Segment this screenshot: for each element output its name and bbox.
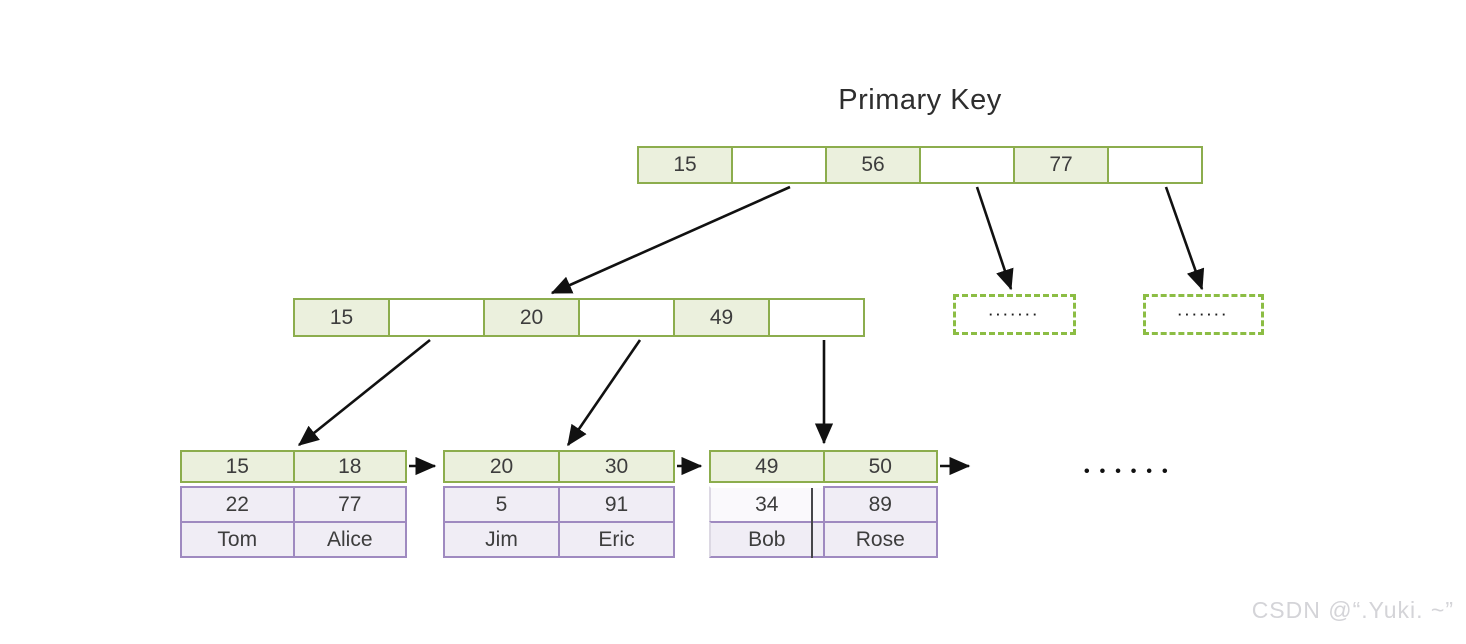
leaf-key-row: 49 50	[709, 450, 938, 483]
root-node: 15 56 77	[637, 146, 1203, 184]
leaf-record-rows: 5 91 Jim Eric	[443, 486, 675, 558]
dashed-node-2: ·······	[1143, 294, 1264, 335]
leaf-key-row: 20 30	[443, 450, 675, 483]
leaf-value-cell: Jim	[443, 521, 560, 558]
leaf-record-row: Tom Alice	[180, 521, 407, 558]
internal-node: 15 20 49	[293, 298, 865, 337]
leaf-value-cell: 5	[443, 486, 560, 523]
leaf-key-cell: 30	[558, 452, 673, 481]
root-key-cell: 15	[639, 148, 731, 182]
leaf-value-cell: Rose	[822, 521, 938, 558]
arrow-root-to-internal	[550, 185, 791, 295]
leaf-key-cell: 50	[822, 452, 937, 481]
dashed-node-dots: ·······	[988, 307, 1041, 322]
leaf-value-cell: 91	[558, 486, 675, 523]
internal-pointer-cell	[768, 300, 863, 335]
leaf-value-cell: Eric	[558, 521, 675, 558]
leaf-value-cell: 22	[180, 486, 295, 523]
leaf-value-cell: 77	[292, 486, 407, 523]
more-leaves-ellipsis: ••••••	[1084, 463, 1178, 480]
dashed-node-1: ·······	[953, 294, 1076, 335]
arrow-root-to-dashed-1	[975, 186, 1014, 291]
internal-key-cell: 20	[483, 300, 578, 335]
leaf-table-2: 20 30 5 91 Jim Eric	[443, 450, 675, 558]
root-pointer-cell	[731, 148, 825, 182]
leaf-key-cell: 18	[292, 452, 406, 481]
internal-key-cell: 15	[295, 300, 388, 335]
internal-key-cell: 49	[673, 300, 768, 335]
leaf-table-3: 49 50 34 89 Bob Rose	[709, 450, 938, 558]
leaf-key-row: 15 18	[180, 450, 407, 483]
root-pointer-cell	[919, 148, 1013, 182]
arrow-root-to-dashed-2	[1164, 186, 1205, 291]
csdn-watermark: CSDN @“.Yuki. ~”	[1251, 597, 1454, 623]
leaf-value-cell: 89	[822, 486, 938, 523]
root-key-cell: 77	[1013, 148, 1107, 182]
leaf-record-rows: 34 89 Bob Rose	[709, 486, 938, 558]
leaf-record-row: 34 89	[709, 486, 938, 523]
leaf-record-row: 5 91	[443, 486, 675, 523]
edit-artifact-line	[811, 488, 813, 558]
internal-pointer-cell	[578, 300, 673, 335]
arrow-internal-to-leaf-2	[566, 339, 642, 447]
leaf-value-cell: Tom	[180, 521, 295, 558]
dashed-node-dots: ·······	[1177, 307, 1230, 322]
leaf-key-cell: 20	[489, 454, 514, 478]
leaf-record-rows: 22 77 Tom Alice	[180, 486, 407, 558]
leaf-key-cell: 15	[225, 454, 249, 478]
leaf-record-row: Jim Eric	[443, 521, 675, 558]
leaf-record-row: Bob Rose	[709, 521, 938, 558]
leaf-value-cell: Bob	[709, 521, 825, 558]
leaf-record-row: 22 77	[180, 486, 407, 523]
diagram-title: Primary Key	[838, 84, 1002, 116]
leaf-value-cell: Alice	[292, 521, 407, 558]
arrow-internal-to-leaf-1	[297, 338, 431, 447]
leaf-value-cell: 34	[709, 486, 825, 523]
leaf-key-cell: 49	[755, 454, 779, 478]
root-key-cell: 56	[825, 148, 919, 182]
root-pointer-cell	[1107, 148, 1201, 182]
internal-pointer-cell	[388, 300, 483, 335]
leaf-table-1: 15 18 22 77 Tom Alice	[180, 450, 407, 558]
